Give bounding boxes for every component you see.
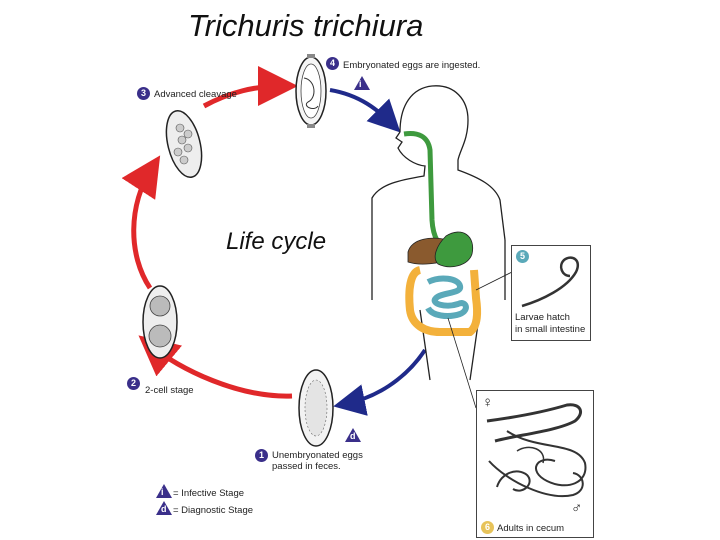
egg-stage2 [142,285,178,359]
arrow-passed-in-feces [333,348,427,416]
diagnostic-marker-letter: d [350,431,356,441]
stage-1-label-line2: passed in feces. [272,461,341,472]
adult-worms-illustration [486,403,587,498]
stage-3-label: Advanced cleavage [154,89,237,100]
arrow-stage3-to-4 [202,66,298,109]
legend-infective-label: = Infective Stage [173,488,245,499]
stage-5-label-line1: Larvae hatch [515,312,570,323]
legend-infective-icon: i [156,484,172,498]
stage-1-badge: 1 [255,449,268,462]
colon [405,266,482,336]
male-symbol: ♂ [571,500,583,517]
stage-1-label-line1: Unembryonated eggs [272,450,363,461]
arrow-stage2-to-3-mid [121,155,161,290]
human-figure [371,85,506,381]
female-symbol: ♀ [482,394,494,411]
small-intestine [425,275,469,319]
egg-stage4 [295,54,327,128]
stage-5-box: 5 Larvae hatch in small intestine [511,245,591,341]
stage-5-label-line2: in small intestine [515,324,586,335]
stomach [434,231,474,268]
stage-6-badge: 6 [481,521,494,534]
stage-2-label: 2-cell stage [145,385,194,396]
infective-stage-marker: i [354,76,370,90]
diagram-title: Trichuris trichiura [188,8,424,43]
stage-6-box: ♀ ♂ 6 Adults in cecum [476,390,594,538]
stage-4-label: Embryonated eggs are ingested. [343,60,481,71]
legend-diagnostic-label: = Diagnostic Stage [173,505,254,516]
stage-3-badge: 3 [137,87,150,100]
diagram-subtitle: Life cycle [226,228,327,255]
arrow-ingestion [329,88,401,133]
larva-illustration [521,256,580,308]
legend-diagnostic-icon: d [156,501,172,515]
egg-stage1 [298,369,334,447]
legend-diagnostic-letter: d [161,504,167,514]
stage-6-label: Adults in cecum [497,523,565,534]
stage-5-badge: 5 [516,250,529,263]
legend-infective-letter: i [161,487,164,497]
stage-4-badge: 4 [326,57,339,70]
esophagus [403,131,449,253]
stage-2-badge: 2 [127,377,140,390]
diagnostic-stage-marker: d [345,428,361,442]
egg-stage3 [165,110,203,178]
infective-marker-letter: i [359,79,362,89]
